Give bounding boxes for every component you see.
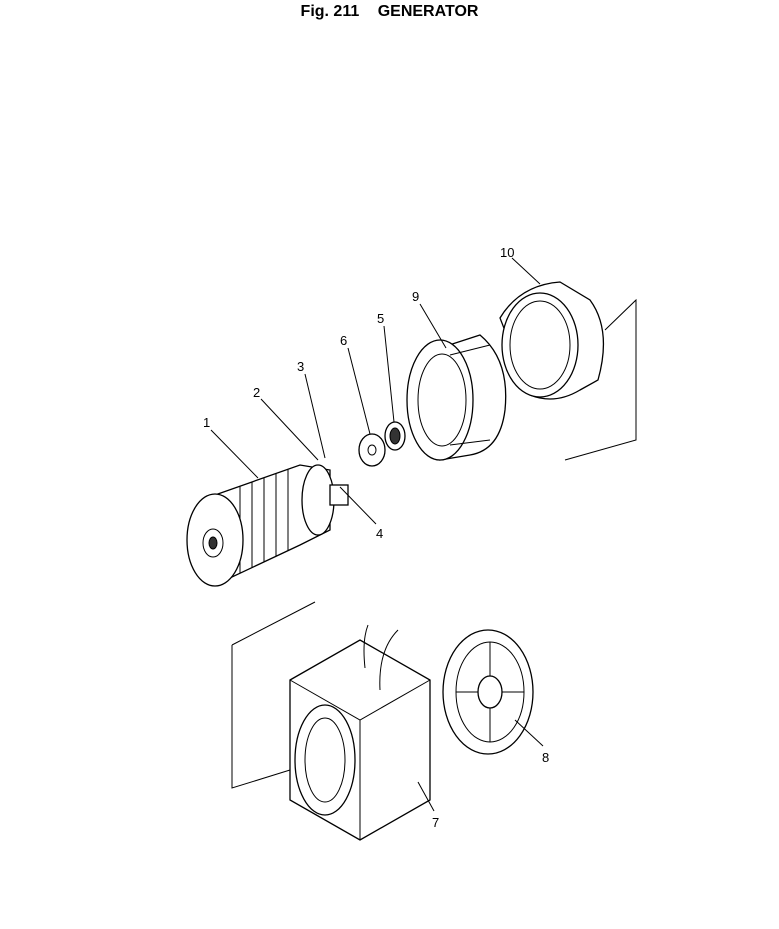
callout-8: 8 — [542, 750, 549, 765]
part-9-housing — [406, 334, 507, 461]
part-8-end-plate — [442, 629, 534, 755]
part-10-cover — [499, 281, 637, 461]
figure-number: Fig. 211 — [300, 3, 360, 20]
callout-7: 7 — [432, 815, 439, 830]
figure-title: Fig. 211 GENERATOR — [0, 3, 779, 21]
part-6-washer — [358, 433, 386, 467]
callout-6: 6 — [340, 333, 347, 348]
figure-name: GENERATOR — [377, 3, 479, 20]
callout-4: 4 — [376, 526, 383, 541]
callout-3: 3 — [297, 359, 304, 374]
callout-5: 5 — [377, 311, 384, 326]
part-1-rotor — [186, 464, 349, 587]
leader-lines — [210, 257, 544, 812]
callout-9: 9 — [412, 289, 419, 304]
callout-10: 10 — [500, 245, 514, 260]
callout-2: 2 — [253, 385, 260, 400]
callout-1: 1 — [203, 415, 210, 430]
part-5-bearing — [384, 421, 406, 451]
part-7-stator-frame — [231, 601, 431, 841]
